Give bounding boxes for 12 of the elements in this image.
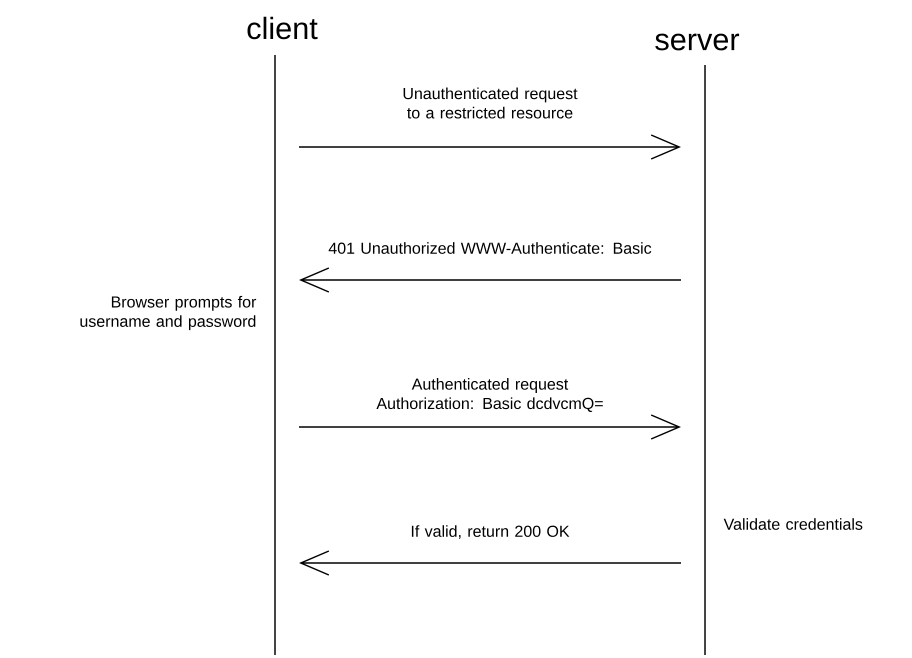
participant-label: client	[248, 16, 318, 40]
arrow	[299, 550, 681, 576]
note: Browser prompts for username and password	[80, 296, 256, 330]
note: Validate credentials	[724, 518, 862, 530]
participant-label: server	[655, 34, 740, 50]
edge-label: If valid, return 200 OK	[412, 525, 570, 539]
edge-label: Unauthenticated request to a restricted resource	[404, 87, 578, 119]
arrow	[299, 267, 681, 293]
arrow	[299, 134, 681, 160]
edge-label: 401 Unauthorized WWW-Authenticate: Basic	[328, 242, 652, 254]
edge-label: Authenticated request Authorization: Basic dcdvcmQ=	[376, 378, 603, 412]
arrow	[299, 414, 681, 440]
